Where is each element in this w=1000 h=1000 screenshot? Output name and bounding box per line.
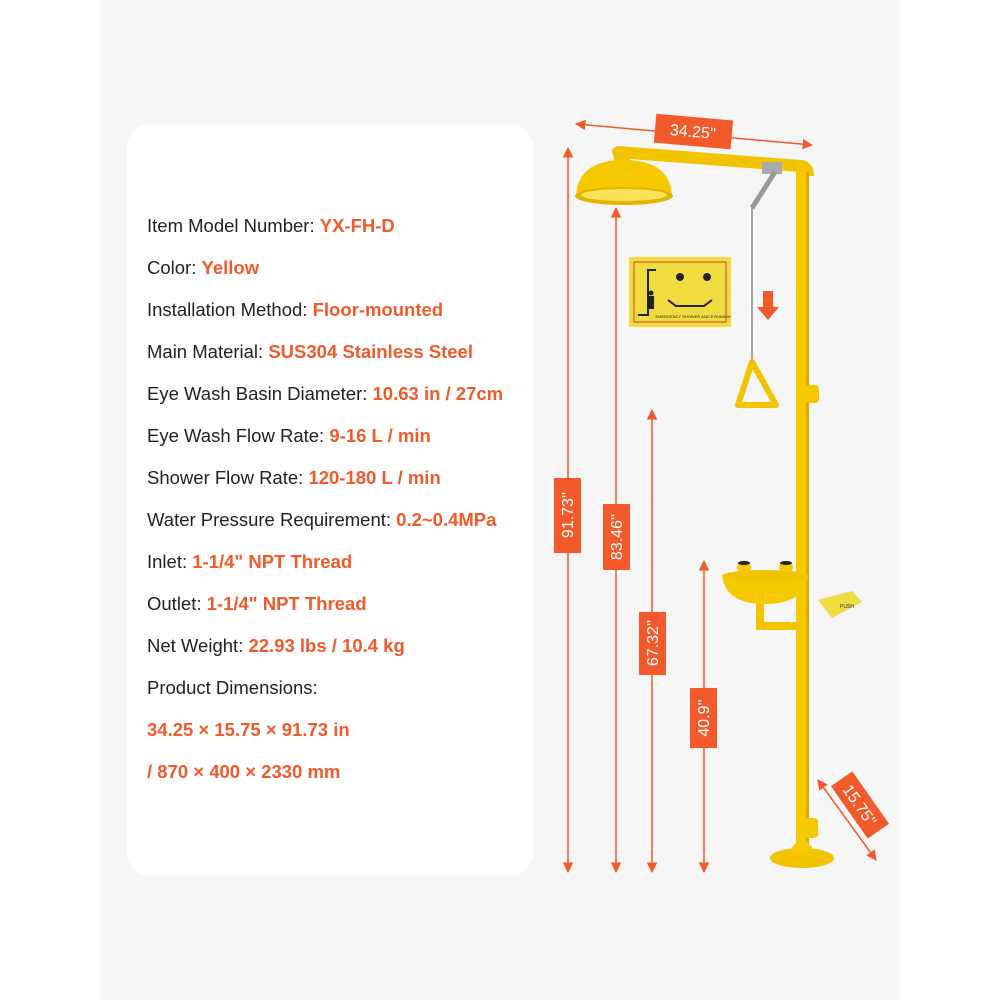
pull-down-arrow-icon	[757, 291, 779, 320]
dimension-basin-height: 40.9''	[690, 559, 717, 874]
push-plate-text: PUSH	[840, 604, 854, 610]
sign-text: EMERGENCY SHOWER AND EYEWASH	[655, 314, 730, 319]
dimension-pull-handle-height: 67.32''	[639, 408, 666, 874]
spec-weight: Net Weight: 22.93 lbs / 10.4 kg	[147, 635, 405, 656]
dimension-width: 34.25''	[574, 113, 814, 150]
spec-dimensions-label: Product Dimensions:	[147, 677, 318, 698]
svg-text:40.9'': 40.9''	[696, 699, 713, 736]
svg-text:83.46'': 83.46''	[609, 514, 626, 560]
svg-text:34.25'': 34.25''	[669, 122, 716, 143]
spec-card: Item Model Number: YX-FH-D Color: Yellow…	[127, 125, 533, 875]
spec-inlet: Inlet: 1-1/4" NPT Thread	[147, 551, 353, 572]
push-plate	[818, 591, 862, 618]
spec-dimensions-mm: / 870 × 400 × 2330 mm	[147, 761, 341, 782]
svg-text:91.73'': 91.73''	[560, 492, 577, 538]
dimension-shower-height: 83.46''	[603, 206, 630, 874]
spec-shower-flow: Shower Flow Rate: 120-180 L / min	[147, 467, 441, 488]
spec-installation: Installation Method: Floor-mounted	[147, 299, 444, 320]
dimension-depth: 15.75''	[817, 771, 890, 861]
spec-pressure: Water Pressure Requirement: 0.2~0.4MPa	[147, 509, 497, 530]
spec-color: Color: Yellow	[147, 257, 260, 278]
spec-material: Main Material: SUS304 Stainless Steel	[147, 341, 473, 362]
spec-eyewash-flow: Eye Wash Flow Rate: 9-16 L / min	[147, 425, 431, 446]
dimension-total-height: 91.73''	[554, 146, 581, 874]
svg-text:67.32'': 67.32''	[645, 620, 662, 666]
spec-basin-diameter: Eye Wash Basin Diameter: 10.63 in / 27cm	[147, 383, 504, 404]
spec-outlet: Outlet: 1-1/4" NPT Thread	[147, 593, 367, 614]
emergency-sign: EMERGENCY SHOWER AND EYEWASH	[629, 257, 731, 327]
spec-model: Item Model Number: YX-FH-D	[147, 215, 395, 236]
eyewash-shower-station: EMERGENCY SHOWER AND EYEWASH PUSH	[575, 146, 862, 868]
spec-dimensions-in: 34.25 × 15.75 × 91.73 in	[147, 719, 350, 740]
